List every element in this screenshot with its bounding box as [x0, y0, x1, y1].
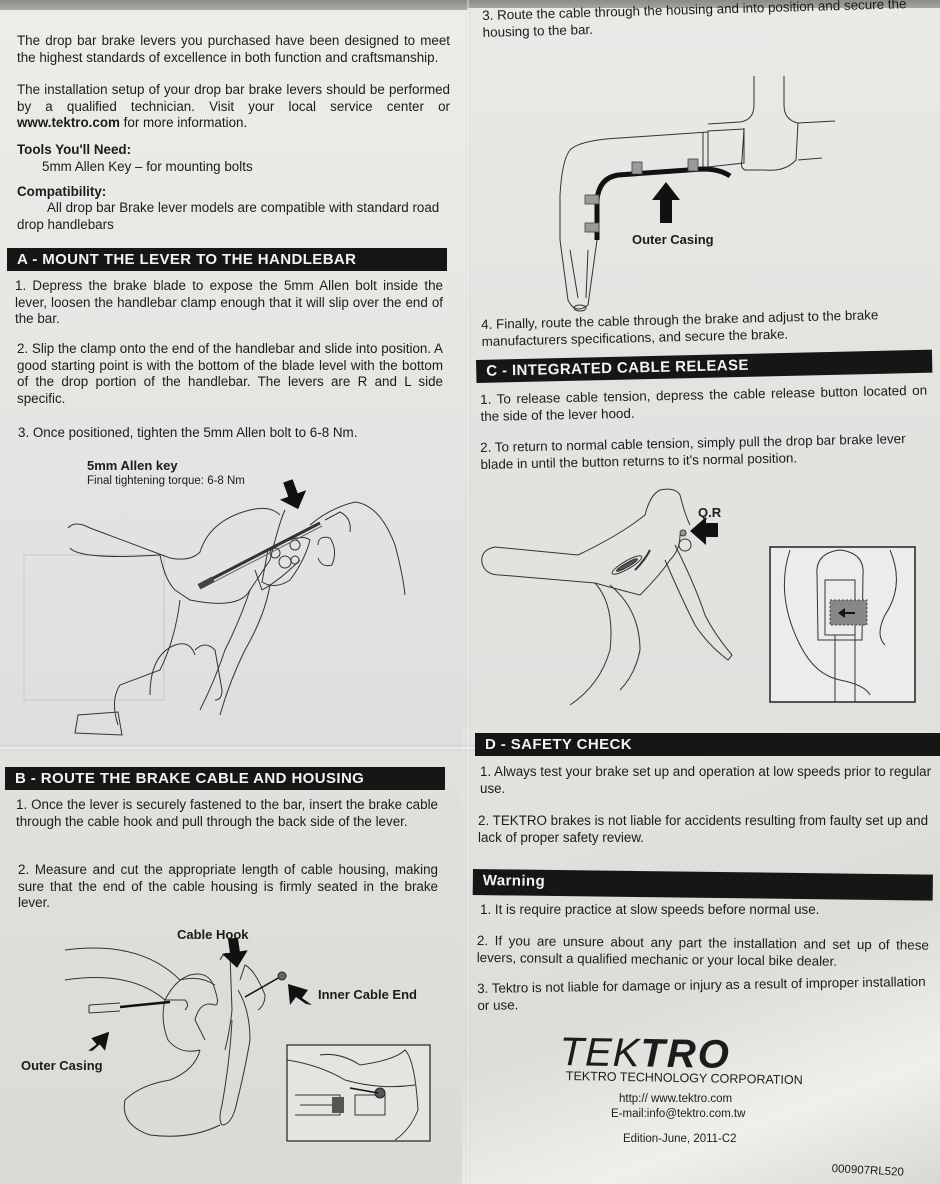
website-link[interactable]: www.tektro.com	[17, 115, 120, 130]
section-b-header: B - ROUTE THE BRAKE CABLE AND HOUSING	[5, 767, 445, 790]
intro-text: The installation setup of your drop bar …	[17, 82, 450, 114]
cable-hook-label: Cable Hook	[177, 927, 249, 942]
footer-website[interactable]: http:// www.tektro.com	[619, 1093, 733, 1105]
mount-lever-illustration	[23, 479, 406, 736]
compatibility-heading: Compatibility:	[17, 184, 107, 199]
intro-paragraph-2: The installation setup of your drop bar …	[17, 82, 450, 132]
warning-item-1: 1. It is require practice at slow speeds…	[480, 902, 820, 917]
intro-paragraph-1: The drop bar brake levers you purchased …	[17, 33, 450, 65]
section-a-step-3: 3. Once positioned, tighten the 5mm Alle…	[18, 425, 358, 440]
qr-label: Q.R	[698, 505, 722, 520]
horizontal-fold	[0, 745, 940, 751]
section-d-header: D - SAFETY CHECK	[475, 733, 940, 756]
vertical-fold	[466, 0, 470, 1184]
cable-hook-illustration	[64, 937, 431, 1142]
tools-item: 5mm Allen Key – for mounting bolts	[42, 159, 253, 174]
outer-casing-label-top: Outer Casing	[632, 232, 714, 247]
section-b-step-2: 2. Measure and cut the appropriate lengt…	[18, 862, 438, 910]
handlebar-cable-illustration	[559, 76, 836, 312]
torque-caption: Final tightening torque: 6-8 Nm	[87, 475, 245, 487]
footer-email[interactable]: E-mail:info@tektro.com.tw	[611, 1108, 746, 1120]
compatibility-text: All drop bar Brake lever models are comp…	[17, 200, 440, 232]
section-a-header: A - MOUNT THE LEVER TO THE HANDLEBAR	[7, 248, 447, 271]
intro-text: for more information.	[119, 115, 248, 130]
tools-heading: Tools You'll Need:	[17, 142, 132, 157]
outer-casing-label-bottom: Outer Casing	[21, 1058, 103, 1073]
cable-release-illustration	[481, 488, 916, 706]
panel-top-left	[0, 10, 470, 750]
warning-item-2: 2. If you are unsure about any part the …	[476, 933, 929, 969]
section-a-step-2: 2. Slip the clamp onto the end of the ha…	[17, 341, 443, 406]
panel-bottom-right	[462, 728, 940, 1184]
section-d-step-2: 2. TEKTRO brakes is not liable for accid…	[478, 813, 929, 845]
section-d-step-1: 1. Always test your brake set up and ope…	[480, 764, 932, 796]
allen-key-label: 5mm Allen key	[87, 458, 178, 473]
warning-item-3: 3. Tektro is not liable for damage or in…	[477, 973, 926, 1013]
section-b-step-1: 1. Once the lever is securely fastened t…	[16, 797, 438, 829]
inner-cable-end-label: Inner Cable End	[318, 987, 417, 1002]
edition-label: Edition-June, 2011-C2	[623, 1133, 737, 1145]
section-a-step-1: 1. Depress the brake blade to expose the…	[15, 278, 443, 326]
